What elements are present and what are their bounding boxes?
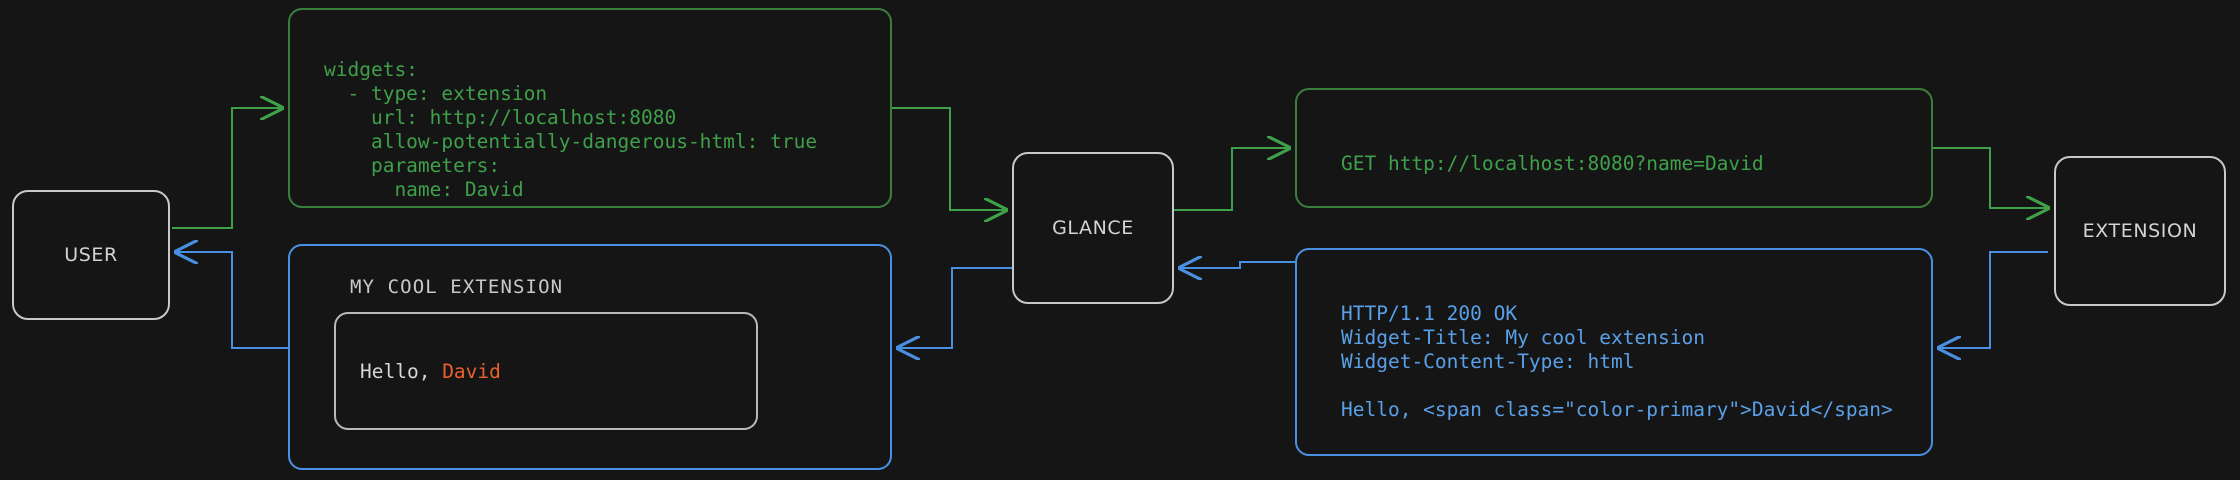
widget-title: MY COOL EXTENSION: [350, 276, 564, 298]
node-extension[interactable]: EXTENSION: [2054, 156, 2226, 306]
yaml-config-code: widgets: - type: extension url: http://l…: [324, 57, 818, 201]
panel-rendered-widget: MY COOL EXTENSION Hello, David: [288, 244, 892, 470]
wire-response-to-glance: [1180, 262, 1295, 268]
wire-glance-to-widget: [898, 267, 1012, 348]
node-user-label: USER: [64, 244, 118, 266]
wire-widget-to-user: [176, 252, 288, 349]
wire-user-to-config: [172, 108, 282, 229]
node-glance[interactable]: GLANCE: [1012, 152, 1174, 304]
http-response-code: HTTP/1.1 200 OK Widget-Title: My cool ex…: [1341, 301, 1893, 421]
node-extension-label: EXTENSION: [2082, 220, 2198, 242]
panel-http-request: GET http://localhost:8080?name=David: [1295, 88, 1933, 208]
wire-glance-to-request: [1174, 148, 1289, 211]
wire-request-to-extension: [1933, 147, 2048, 208]
node-user[interactable]: USER: [12, 190, 170, 320]
widget-greeting: Hello, David: [360, 360, 501, 383]
widget-greeting-name: David: [442, 360, 501, 383]
wire-config-to-glance: [892, 107, 1006, 210]
widget-body: Hello, David: [334, 312, 758, 430]
wire-extension-to-response: [1939, 251, 2048, 348]
panel-http-response: HTTP/1.1 200 OK Widget-Title: My cool ex…: [1295, 248, 1933, 456]
widget-greeting-prefix: Hello,: [360, 360, 443, 383]
node-glance-label: GLANCE: [1052, 217, 1134, 239]
panel-yaml-config: widgets: - type: extension url: http://l…: [288, 8, 892, 208]
http-request-code: GET http://localhost:8080?name=David: [1341, 151, 1764, 175]
